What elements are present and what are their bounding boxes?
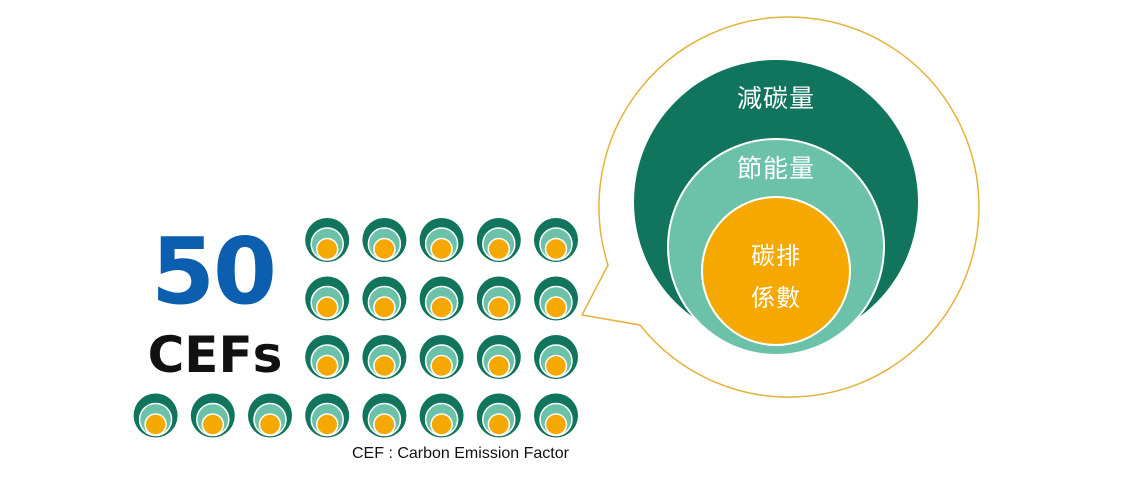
cef-icon-core [430,354,453,378]
core-label-line2: 係數 [751,284,801,312]
cef-icon [534,276,578,321]
cef-icon [248,393,292,438]
cef-icon [534,335,578,379]
core-circle [702,197,850,345]
cef-icon-core [201,413,225,436]
cef-icon-core [487,296,511,319]
cef-icon-core [373,354,396,378]
cef-icon [305,335,350,379]
cef-icon-core [373,413,396,436]
outer-circle-label: 減碳量 [736,84,815,113]
cef-icon [476,218,521,262]
core-circle-outline [701,196,851,346]
callout-bubble-outline [581,16,980,398]
cef-icon [476,335,521,379]
cef-icon [305,276,350,321]
cef-icon-core [373,237,396,261]
cef-icon [362,393,407,438]
cef-icon [419,218,464,262]
cef-icon [476,393,521,438]
cef-icon-core [487,413,511,436]
cef-icon-core [315,296,339,319]
cef-icon-grid [133,218,578,438]
cef-icon [362,335,407,379]
cef-icon-core [430,413,453,436]
cef-icon-core [144,413,167,436]
cef-icon [362,276,407,321]
cef-icon [534,393,578,438]
cef-icon-core [315,237,339,261]
cef-icon-core [544,413,568,436]
cef-count-number: 50 [150,218,277,325]
cef-icon-core [544,237,568,261]
cef-icon [362,218,407,262]
cef-count-unit: CEFs [147,326,283,384]
cef-icon [305,218,350,262]
cef-icon [419,393,464,438]
cef-icon-core [487,237,511,261]
cef-icon-core [430,237,453,261]
cef-icon [534,218,578,262]
cef-footnote: CEF : Carbon Emission Factor [352,445,569,462]
cef-icon-core [315,354,339,378]
cef-icon [419,335,464,379]
cef-icon-core [544,296,568,319]
cef-icon-core [430,296,453,319]
cef-icon-core [373,296,396,319]
cef-icon-core [258,413,282,436]
cef-icon [133,393,178,438]
core-label-line1: 碳排 [751,242,801,270]
cef-icon-core [544,354,568,378]
cef-icon [305,393,350,438]
cef-icon [190,393,235,438]
middle-circle-outline [667,138,885,356]
cef-icon [419,276,464,321]
core-circle-label: 碳排 係數 [736,235,816,319]
cef-icon-core [315,413,339,436]
cef-icon-core [487,354,511,378]
middle-circle-label: 節能量 [736,154,815,183]
cef-icon [476,276,521,321]
